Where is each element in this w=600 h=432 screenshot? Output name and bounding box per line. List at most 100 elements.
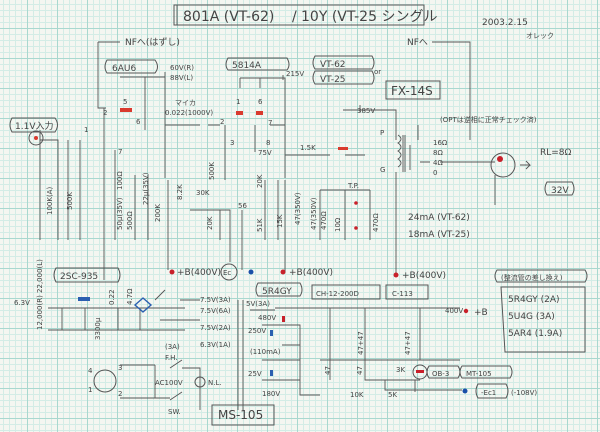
r20k-label: 20K: [256, 174, 264, 188]
r5k-label: 5K: [388, 391, 397, 399]
title-tube-a: 801A (VT-62): [183, 9, 274, 25]
output-volt: 32V: [551, 186, 569, 196]
opt-model: FX-14S: [391, 84, 433, 98]
r200k-label: 200K: [154, 204, 162, 222]
pin8-label: 8: [266, 139, 270, 147]
pin2-label: 2: [220, 118, 224, 126]
b-volt-label: 400V: [445, 307, 463, 315]
r82k-label: 8.2K: [176, 184, 184, 200]
t-180-label: 180V: [262, 390, 280, 398]
tube-vt25: VT-25: [320, 75, 346, 85]
res-label: 4.7Ω: [126, 288, 134, 305]
c47b-label: 47(350V): [310, 197, 318, 230]
tap4-label: 4Ω: [433, 159, 443, 167]
heater-transistor: 2SC-935: [60, 272, 98, 282]
rectifier-option: 5AR4 (1.9A): [508, 329, 562, 339]
title-block: 801A (VT-62) / 10Y (VT-25 シングル: [173, 4, 437, 26]
plug-1-label: 1: [88, 386, 92, 394]
heater-supply: 2SC-935 6.3V 12,000(R) 22,000(L) 3300μ 0…: [14, 259, 153, 340]
b-volt: 385V: [357, 107, 375, 115]
r15k-label: 15K: [276, 214, 284, 228]
r3k-label: 3K: [396, 366, 405, 374]
opt-box: [385, 80, 441, 100]
ia-vt62: 24mA (VT-62): [408, 213, 470, 223]
pin5-label: 5: [123, 98, 127, 106]
rectifier-tube: 5R4GY: [262, 287, 292, 297]
pin6-label: 6: [258, 98, 263, 106]
speaker-connector[interactable]: [490, 152, 516, 178]
choke-1: CH-12-200D: [316, 290, 359, 298]
r56-label: 56: [238, 202, 247, 210]
v2-volt: 215V: [286, 70, 304, 78]
t-current-label: (110mA): [250, 348, 281, 356]
neon-lamp: [194, 376, 206, 388]
v1-volt-r: 60V(R): [170, 64, 194, 72]
r100k-label: 100K(A): [46, 187, 54, 215]
r500k2-label: 500K: [208, 162, 216, 180]
pin2-label: 2: [103, 109, 107, 117]
b400-2-label: +B(400V): [289, 268, 333, 278]
tap0-label: 0: [433, 169, 437, 177]
input-label-box: [9, 117, 58, 133]
r-label: 3300μ: [94, 317, 102, 340]
test-point: T.P.: [347, 182, 359, 190]
rectifier-note: (整流管の差し換え) 5R4GY (2A) 5U4G (3A) 5AR4 (1.…: [494, 269, 588, 353]
ec-label: Ec: [223, 269, 231, 277]
t-480-label: 480V: [258, 314, 276, 322]
ia-vt25: 18mA (VT-25): [408, 230, 470, 240]
t-5v-label: 5V(3A): [246, 300, 270, 308]
ec1-volt: (-108V): [511, 389, 537, 397]
pin1-label: 1: [236, 98, 240, 106]
pin6-label: 6: [136, 118, 141, 126]
pin1-label: 1: [84, 126, 88, 134]
c-label: 0.22: [108, 289, 116, 305]
b-terminal-1: [169, 269, 175, 275]
b-label-label: +B: [474, 308, 488, 318]
rectifier-note-title: (整流管の差し換え): [501, 273, 563, 282]
part-red-1: [120, 108, 132, 112]
plate-label: P: [380, 129, 384, 137]
b-out-terminal: [463, 308, 469, 314]
author: オレック: [526, 32, 554, 40]
vr-socket: MT-105: [466, 370, 492, 378]
fuse-rating-label: (3A): [165, 343, 180, 351]
c47-label: 47(350V): [294, 192, 302, 225]
winding-7-5v-6a: 7.5V(6A): [200, 307, 231, 315]
transformer-model: MS-105: [218, 408, 263, 422]
title-tube-b: 10Y (VT-25 シングル: [301, 9, 437, 25]
fuse-label: F.H.: [165, 354, 178, 362]
v1-volt-l: 88V(L): [170, 74, 193, 82]
choke-2: C-113: [392, 290, 413, 298]
ac-plug[interactable]: [93, 369, 117, 393]
r100-label: 100Ω: [116, 171, 124, 190]
c50u-label: 50μ(35V): [116, 197, 124, 230]
preamp-stage: NFへ(はずし) 6AU6 60V(R) 88V(L) マイカ 0.022(10…: [9, 37, 348, 157]
c47-label: 47: [324, 366, 332, 375]
r500k-label: 500K: [66, 192, 74, 210]
title-sep: /: [292, 9, 297, 25]
date: 2003.2.15: [482, 18, 528, 28]
tube-5814a: 5814A: [232, 61, 262, 71]
bridge-rectifier: [133, 297, 153, 313]
power-transformer: 7.5V(3A) 7.5V(6A) 7.5V(2A) 6.3V(1A) (3A)…: [88, 282, 303, 426]
plug-2-label: 2: [118, 390, 122, 398]
output-stage: NFへ VT-62 VT-25 or FX-14S 385V (OPTは逆相に正…: [300, 38, 575, 240]
r20k-label: 20K: [206, 216, 214, 230]
r51k-label: 51K: [256, 218, 264, 232]
or-label: or: [374, 68, 381, 76]
cap1-label: 47+47: [357, 331, 365, 355]
t-7-5c-label: 7.5V(2A): [200, 324, 231, 332]
power-filter: CH-12-200D C-113 400V +B 47+47 47+47 47 …: [311, 284, 537, 399]
input-jack[interactable]: [28, 130, 44, 146]
pin7-label: 7: [118, 148, 122, 156]
b-terminal-3: [393, 272, 399, 278]
part-red-2: [236, 111, 243, 115]
opt-note: (OPTは逆相に正常チェック済): [440, 115, 537, 124]
wiring: [39, 41, 496, 410]
mica-value: 0.022(1000V): [165, 109, 213, 117]
tube-6au6-box: [104, 59, 158, 74]
ec1-label: -Ec1: [481, 389, 496, 397]
preamp-components: 500K 100K(A) 100Ω 50μ(35V) 500Ω 22μ(35V)…: [46, 162, 380, 232]
